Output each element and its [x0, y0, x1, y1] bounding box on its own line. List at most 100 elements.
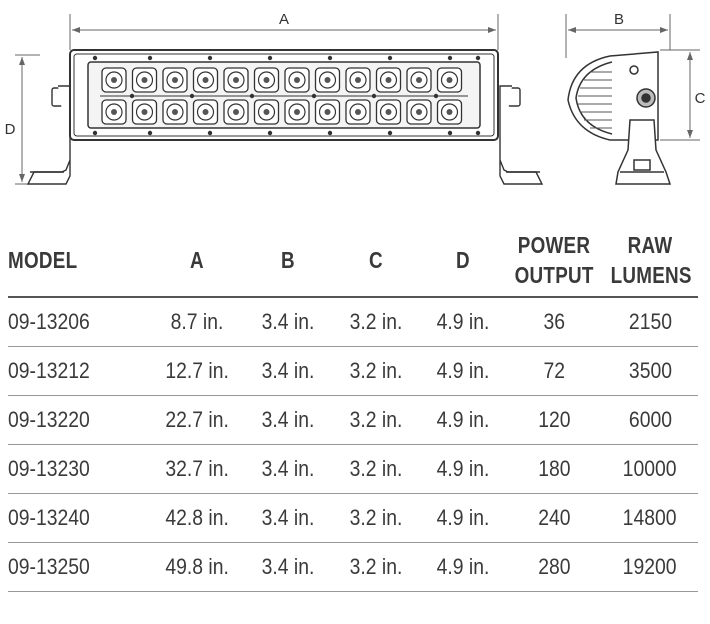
table-cell: 280 [506, 542, 602, 592]
table-cell-text: 280 [537, 554, 571, 579]
led-lens [345, 99, 371, 125]
table-cell-text: 42.8 in. [165, 505, 229, 530]
column-header-text: B [281, 247, 295, 273]
table-cell-text: 3.2 in. [349, 456, 403, 481]
led-lens [253, 67, 280, 93]
table-cell: 3.2 in. [332, 444, 420, 494]
led-lens [436, 67, 463, 93]
table-cell: 3.2 in. [332, 297, 420, 347]
table-cell-text: 22.7 in. [165, 407, 229, 432]
table-cell-text: 8.7 in. [170, 309, 224, 334]
dimension-d [15, 54, 40, 185]
led-lens [131, 67, 158, 93]
table-cell: 3.4 in. [244, 297, 332, 347]
table-cell: 3.4 in. [244, 444, 332, 494]
led-lens [223, 99, 249, 125]
table-cell: 6000 [602, 395, 698, 445]
table-cell: 36 [506, 297, 602, 347]
table-cell: 09-13250 [8, 542, 150, 592]
table-cell-text: 32.7 in. [165, 456, 229, 481]
table-cell-text: 49.8 in. [165, 554, 229, 579]
led-lens [406, 99, 432, 125]
table-cell-text: 4.9 in. [436, 309, 490, 334]
table-cell: 09-13220 [8, 395, 150, 445]
table-cell: 3.4 in. [244, 346, 332, 396]
table-cell: 4.9 in. [420, 493, 506, 543]
column-header-text: POWER [517, 232, 591, 258]
table-cell: 4.9 in. [420, 395, 506, 445]
dimension-a-label: A [279, 11, 289, 28]
dimension-c-label: C [695, 90, 706, 107]
left-bracket [26, 85, 71, 185]
table-cell-text: 09-13212 [8, 358, 90, 383]
table-cell: 3.4 in. [244, 395, 332, 445]
table-cell: 09-13212 [8, 346, 150, 396]
table-cell: 240 [506, 493, 602, 543]
led-lens [375, 67, 402, 93]
table-cell: 4.9 in. [420, 346, 506, 396]
led-lens [314, 67, 341, 93]
column-header: D [428, 222, 499, 297]
table-cell: 14800 [602, 493, 698, 543]
table-cell-text: 4.9 in. [436, 407, 490, 432]
column-header-text: RAW [627, 232, 673, 258]
table-cell: 09-13240 [8, 493, 150, 543]
column-header-text: D [456, 247, 470, 273]
table-cell-text: 72 [543, 358, 565, 383]
table-cell-text: 3.4 in. [261, 554, 315, 579]
table-cell-text: 4.9 in. [436, 505, 490, 530]
column-header-text: OUTPUT [514, 262, 594, 288]
table-cell-text: 6000 [628, 407, 672, 432]
table-cell: 4.9 in. [420, 542, 506, 592]
table-cell: 3.2 in. [332, 346, 420, 396]
column-header: A [158, 222, 235, 297]
table-cell: 3.2 in. [332, 493, 420, 543]
column-header-text: MODEL [8, 247, 78, 273]
table-cell-text: 3.2 in. [349, 505, 403, 530]
table-cell: 180 [506, 444, 602, 494]
table-cell: 4.9 in. [420, 297, 506, 347]
led-lens [131, 99, 158, 125]
led-lens [162, 99, 188, 125]
table-cell-text: 3500 [628, 358, 672, 383]
table-cell-text: 3.4 in. [261, 407, 315, 432]
side-view [567, 51, 672, 185]
dimension-b [565, 14, 671, 58]
table-cell-text: 09-13240 [8, 505, 90, 530]
table-cell: 3.4 in. [244, 542, 332, 592]
table-cell-text: 12.7 in. [165, 358, 229, 383]
table-cell-text: 3.2 in. [349, 309, 403, 334]
light-bar-drawing: A D [5, 11, 706, 185]
light-bar-housing [69, 49, 499, 141]
table-cell-text: 3.2 in. [349, 358, 403, 383]
column-header: C [340, 222, 412, 297]
column-header: MODEL [8, 222, 124, 297]
table-cell: 42.8 in. [150, 493, 244, 543]
column-header: B [252, 222, 324, 297]
dimension-c [660, 49, 700, 141]
table-cell-text: 09-13250 [8, 554, 90, 579]
table-cell: 09-13230 [8, 444, 150, 494]
table-cell: 49.8 in. [150, 542, 244, 592]
table-cell-text: 09-13230 [8, 456, 90, 481]
table-cell-text: 3.4 in. [261, 456, 315, 481]
dimension-b-label: B [614, 11, 624, 28]
table-cell-text: 09-13220 [8, 407, 90, 432]
table-cell-text: 3.2 in. [349, 554, 403, 579]
table-cell: 120 [506, 395, 602, 445]
table-cell: 3.2 in. [332, 542, 420, 592]
led-lens [101, 67, 127, 93]
table-cell: 09-13206 [8, 297, 150, 347]
led-lens [314, 99, 341, 125]
led-lens [192, 67, 219, 93]
table-cell-text: 180 [537, 456, 571, 481]
table-cell: 10000 [602, 444, 698, 494]
led-lens [406, 67, 432, 93]
table-cell: 3500 [602, 346, 698, 396]
